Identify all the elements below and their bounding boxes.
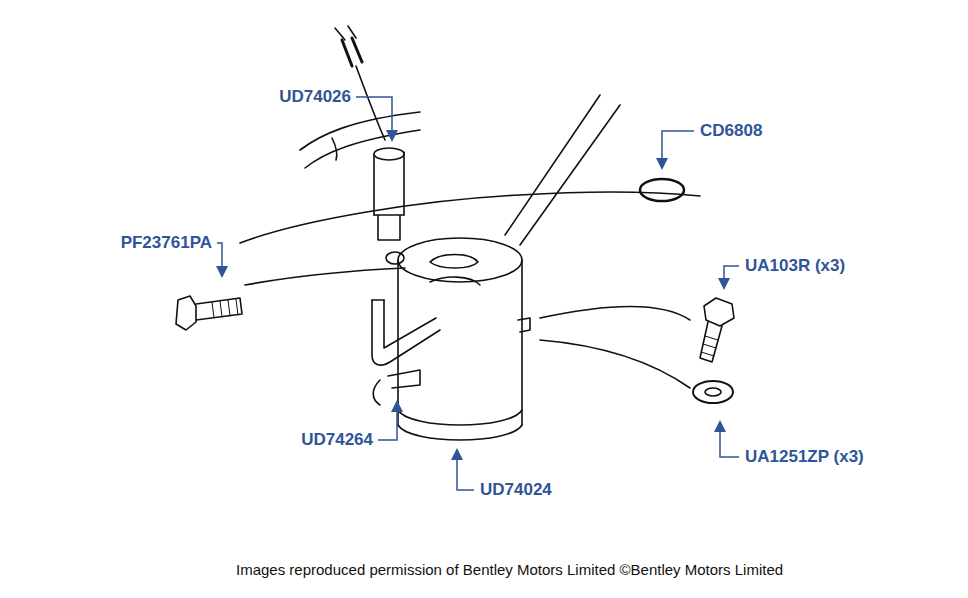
- arrowhead: [391, 400, 403, 412]
- part-number: UA103R (x3): [745, 256, 845, 276]
- bracket-tab: [518, 318, 530, 332]
- wire: [356, 66, 385, 140]
- bolt-thread: [701, 336, 718, 356]
- arrowhead: [718, 278, 730, 290]
- wire: [342, 38, 362, 66]
- guide-line: [540, 340, 690, 388]
- leader-line: [457, 458, 474, 490]
- pipe: [505, 95, 620, 245]
- bolt-shank: [196, 298, 242, 320]
- leader-line: [724, 266, 739, 280]
- washer-hole: [705, 388, 721, 396]
- canister-wall: [398, 260, 522, 425]
- bolt-head: [176, 296, 196, 330]
- part-number: UA1251ZP (x3): [745, 447, 864, 467]
- arrowhead: [386, 130, 398, 142]
- arrowhead: [216, 266, 228, 278]
- leader-lines: [217, 97, 739, 490]
- o-ring: [640, 179, 684, 201]
- canister-band: [398, 410, 522, 425]
- part-number: UD74264: [301, 430, 373, 450]
- hose-band: [332, 138, 337, 160]
- valve-body: [374, 152, 404, 215]
- leader-line: [720, 430, 739, 457]
- washer: [693, 381, 733, 403]
- arrowhead: [656, 158, 668, 170]
- bolt-thread: [212, 299, 238, 318]
- line-drawing: [176, 26, 734, 440]
- hose: [300, 112, 420, 168]
- arrowhead: [451, 448, 463, 460]
- bolt-shank: [700, 322, 722, 362]
- canister-port: [430, 255, 478, 269]
- pipe: [240, 192, 700, 243]
- bent-pipe: [372, 300, 440, 365]
- part-number: CD6808: [700, 121, 762, 141]
- pipe-end: [372, 299, 384, 301]
- plug: [335, 26, 356, 40]
- arrowheads: [216, 130, 730, 460]
- canister-top: [398, 238, 522, 282]
- leader-line: [662, 131, 694, 160]
- part-number: UD74026: [279, 87, 351, 107]
- bolt-guide: [245, 268, 405, 285]
- valve-neck: [374, 215, 404, 240]
- leader-line: [356, 97, 392, 132]
- canister-base: [398, 425, 522, 440]
- copyright-caption: Images reproduced permission of Bentley …: [236, 561, 783, 579]
- part-number: UD74024: [480, 480, 552, 500]
- canister-port: [430, 277, 480, 285]
- leader-line: [378, 410, 397, 440]
- valve-top: [374, 148, 404, 160]
- arrowhead: [714, 420, 726, 432]
- guide-line: [540, 307, 690, 320]
- leader-line: [217, 243, 222, 268]
- bracket: [373, 370, 420, 405]
- part-number: PF23761PA: [121, 233, 212, 253]
